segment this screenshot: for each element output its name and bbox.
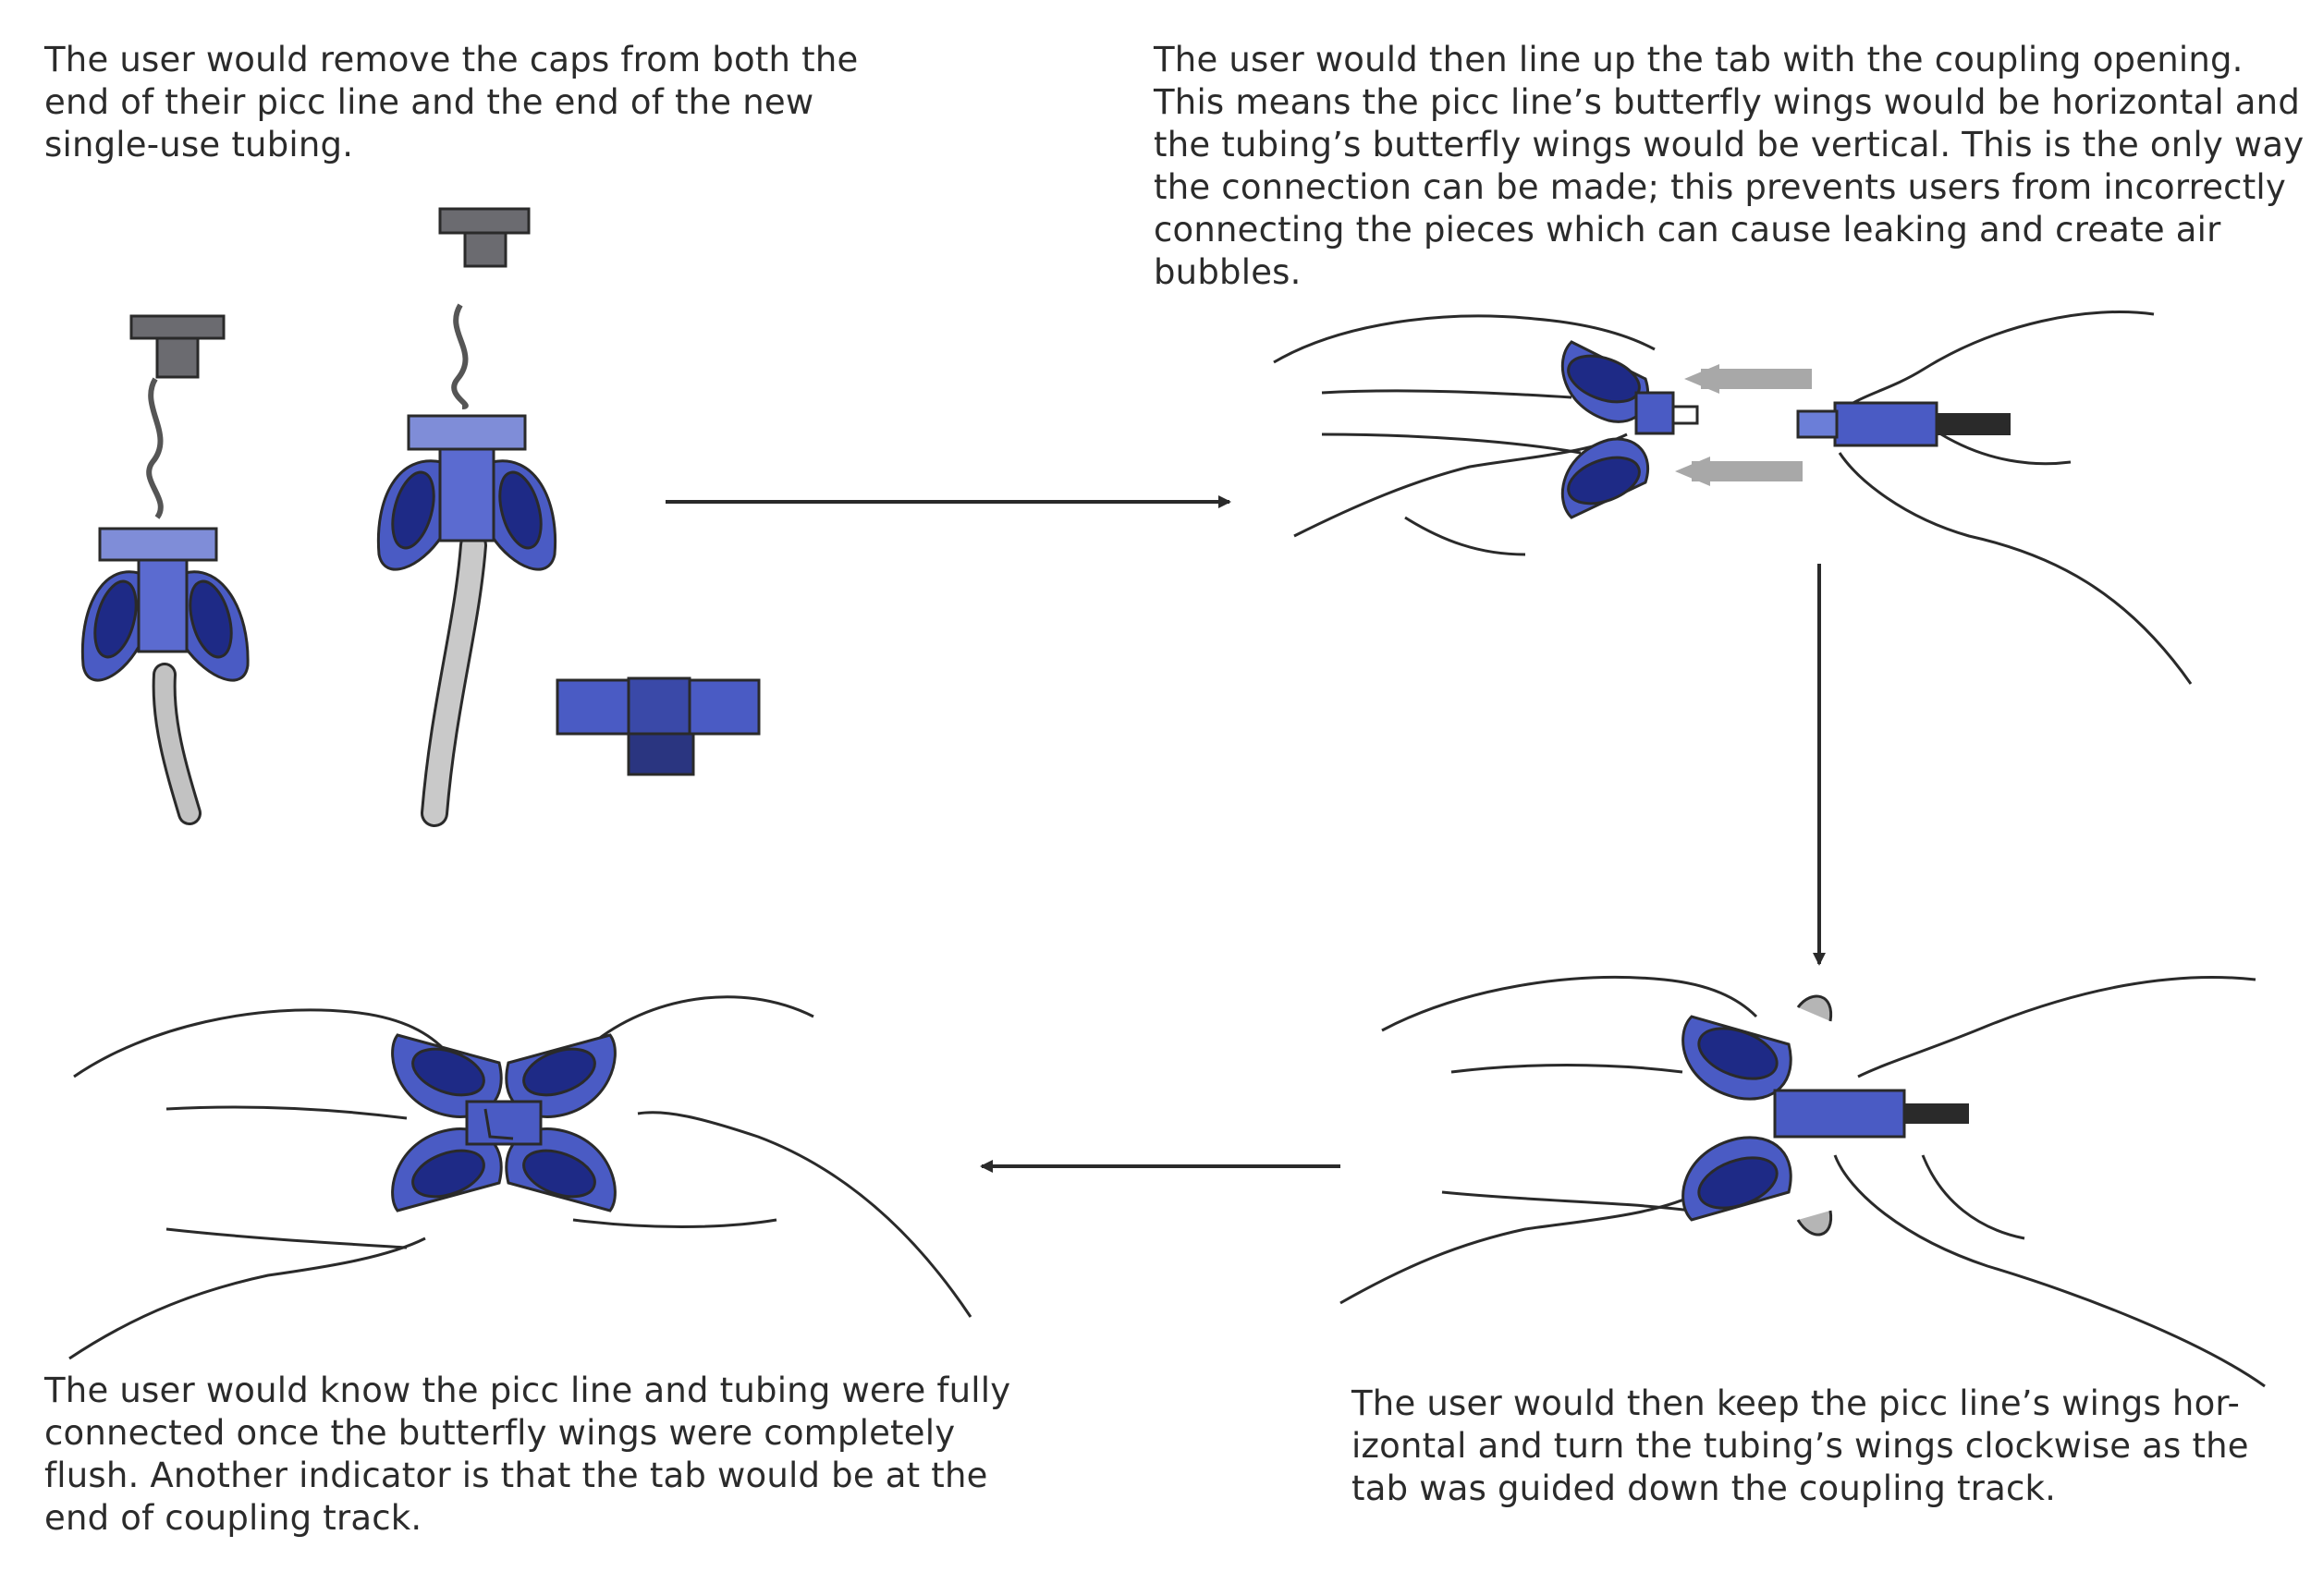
step-2-line: connecting the pieces which can cause le… — [1154, 210, 2221, 250]
step-4-line: The user would know the picc line and tu… — [44, 1371, 1011, 1410]
right-hand-outline — [1838, 452, 2193, 685]
picc-wing-bottom-inner — [1697, 1156, 1779, 1210]
unscrew-swirl — [146, 377, 164, 519]
left-finger — [165, 1105, 408, 1120]
removed-cap — [556, 676, 761, 776]
left-hand-outline — [1381, 975, 1758, 1032]
step-4-caption: The user would know the picc line and tu… — [44, 1370, 1010, 1540]
left-finger — [1321, 433, 1582, 455]
left-hand-outline — [68, 1237, 426, 1360]
step-4-line: connected once the butterfly wings were … — [44, 1413, 956, 1453]
step-1-line: The user would remove the caps from both… — [44, 40, 859, 79]
cap-stem — [463, 231, 507, 268]
left-hand-outline — [1339, 1190, 1702, 1305]
right-finger — [1940, 433, 2072, 466]
step-2-illustration — [1273, 311, 2193, 685]
left-hand-outline — [73, 1008, 446, 1078]
unscrew-swirl — [451, 303, 469, 409]
tubing-hub — [438, 446, 495, 542]
picc-wing-bottom-inner — [411, 1149, 485, 1199]
rotate-arrow-icon — [1796, 1210, 1833, 1237]
left-finger — [1450, 1064, 1683, 1074]
right-hand-outline — [1857, 975, 2256, 1078]
cap-top — [438, 207, 531, 235]
tubing-wing-right-inner — [498, 470, 543, 550]
step-3-illustration — [1339, 975, 2266, 1388]
left-hand-outline — [1273, 314, 1656, 364]
picc-hub — [1634, 391, 1675, 435]
step-1-caption: The user would remove the caps from both… — [44, 39, 858, 166]
picc-wing-right-inner — [189, 579, 233, 659]
picc-wing-top-inner — [411, 1047, 485, 1097]
coupling-body — [465, 1100, 543, 1146]
coupling-body — [1773, 1089, 1906, 1139]
picc-wing-left-inner — [93, 579, 138, 659]
tubing-wing-bottom-inner — [522, 1149, 596, 1199]
step-4-line: flush. Another indicator is that the tab… — [44, 1456, 988, 1495]
step-2-line: This means the picc line’s butterfly win… — [1154, 82, 2301, 122]
picc-wing-bottom-inner — [1567, 456, 1641, 506]
left-hand-outline — [1293, 433, 1628, 538]
step-3-line: tab was guided down the coupling track. — [1351, 1468, 2057, 1508]
cap-face — [627, 676, 691, 737]
step-2-line: The user would then line up the tab with… — [1154, 40, 2244, 79]
left-finger — [1441, 1190, 1693, 1212]
left-finger — [1404, 516, 1526, 556]
step-1-tubing — [376, 207, 557, 827]
left-finger — [165, 1227, 408, 1249]
step-4-illustration — [68, 995, 972, 1360]
right-finger — [572, 1218, 777, 1228]
cap-stem — [155, 336, 200, 379]
coupling-track — [483, 1108, 514, 1140]
tubing-collar — [407, 414, 527, 451]
tubing-tip — [1796, 409, 1839, 439]
right-hand-outline — [1833, 1154, 2266, 1388]
step-3-caption: The user would then keep the picc line’s… — [1351, 1383, 2249, 1510]
picc-hub — [137, 557, 189, 653]
picc-tab — [1671, 405, 1699, 425]
cap-top — [129, 314, 226, 340]
tubing-wing-top-inner — [522, 1047, 596, 1097]
left-thumb — [1321, 389, 1572, 399]
right-hand-outline — [637, 1111, 972, 1318]
right-hand-outline — [1838, 311, 2155, 417]
picc-wing-top-inner — [1697, 1027, 1779, 1080]
step-1-illustration — [80, 314, 250, 825]
step-3-line: izontal and turn the tubing’s wings cloc… — [1351, 1426, 2249, 1466]
step-3-line: The user would then keep the picc line’s… — [1351, 1383, 2240, 1423]
step-2-line: bubbles. — [1154, 252, 1302, 292]
step-2-caption: The user would then line up the tab with… — [1154, 39, 2304, 294]
step-1-line: end of their picc line and the end of th… — [44, 82, 814, 122]
step-4-line: end of coupling track. — [44, 1498, 422, 1538]
picc-tube-fill — [154, 665, 199, 822]
step-2-line: the tubing’s butterfly wings would be ve… — [1154, 125, 2305, 164]
cap-base — [627, 732, 695, 776]
step-2-line: the connection can be made; this prevent… — [1154, 167, 2286, 207]
right-finger — [1921, 1154, 2025, 1240]
step-1-line: single-use tubing. — [44, 125, 354, 164]
picc-collar — [98, 527, 218, 562]
rotate-arrow-icon — [1796, 994, 1833, 1022]
tubing-connector — [1833, 401, 1938, 447]
tubing-wing-left-inner — [391, 470, 435, 550]
tubing-line-fill — [423, 534, 484, 824]
